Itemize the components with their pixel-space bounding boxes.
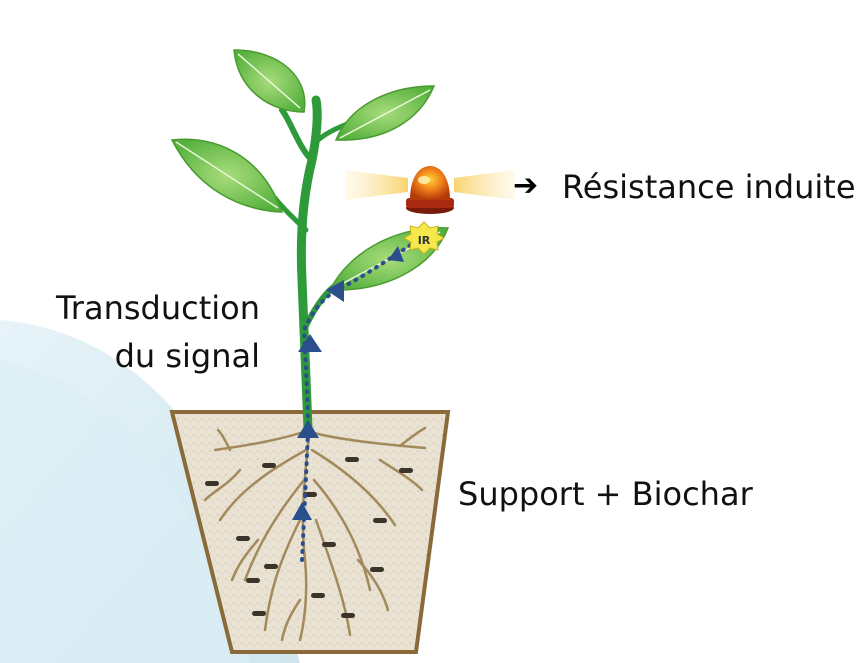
pot — [169, 410, 451, 654]
stem — [272, 95, 355, 433]
signal-arrow-5 — [388, 246, 404, 262]
alarm-beacon-icon — [345, 166, 515, 214]
ir-badge-text: IR — [418, 234, 431, 247]
right-arrow-icon: ➔ — [513, 169, 539, 202]
resistance-label: Résistance induite — [562, 168, 856, 206]
transduction-label: Transduction du signal — [0, 284, 260, 380]
biochar-particles — [205, 457, 413, 618]
signal-arrowheads — [292, 246, 404, 520]
support-biochar-label: Support + Biochar — [458, 475, 753, 513]
signal-arrow-4 — [326, 280, 344, 302]
signal-arrow-1 — [292, 502, 312, 520]
signal-arrow-2 — [297, 420, 319, 438]
transduction-label-line1: Transduction — [55, 289, 260, 327]
ir-badge: IR — [402, 221, 446, 255]
signal-arrow-3 — [298, 334, 322, 352]
transduction-label-line2: du signal — [114, 337, 260, 375]
